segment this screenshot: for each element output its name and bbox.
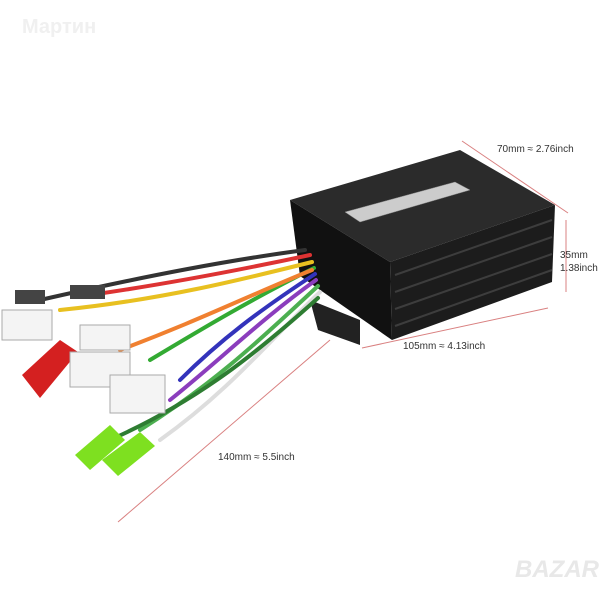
connector-white [1, 309, 53, 341]
connector-black [70, 285, 105, 299]
length-label: 105mm ≈ 4.13inch [403, 341, 486, 352]
dimension-lines [117, 140, 569, 523]
height-label-in: 1.38inch [560, 263, 598, 274]
wire-orange [118, 268, 314, 352]
housing-fins [394, 219, 553, 327]
label-plate [344, 181, 471, 223]
watermark-bazar: BAZAR [515, 556, 599, 583]
connector-green [75, 425, 125, 470]
cable-length-label: 140mm ≈ 5.5inch [218, 452, 295, 463]
connector-red [22, 340, 78, 398]
cable-dimension-line [117, 339, 331, 523]
housing-side [390, 205, 555, 340]
mounting-tab [310, 300, 360, 345]
wire-purple [168, 278, 318, 402]
connector-black [15, 290, 45, 304]
wire-dark-green [108, 296, 320, 442]
connector-white [109, 374, 166, 414]
wire-blue [178, 272, 317, 382]
housing-front [290, 200, 392, 340]
watermark-top: Мартин [22, 16, 97, 38]
wire-red [88, 253, 312, 297]
height-label-mm: 35mm [560, 250, 588, 261]
width-label: 70mm ≈ 2.76inch [497, 144, 574, 155]
controller-housing [290, 150, 555, 345]
connectors [1, 285, 166, 476]
connector-green [102, 432, 155, 476]
wire-light-green [138, 284, 320, 432]
length-dimension-line [361, 307, 549, 349]
wire-yellow [58, 260, 314, 312]
connector-white [79, 324, 131, 351]
housing-top [290, 150, 555, 262]
width-dimension-line [461, 140, 569, 214]
